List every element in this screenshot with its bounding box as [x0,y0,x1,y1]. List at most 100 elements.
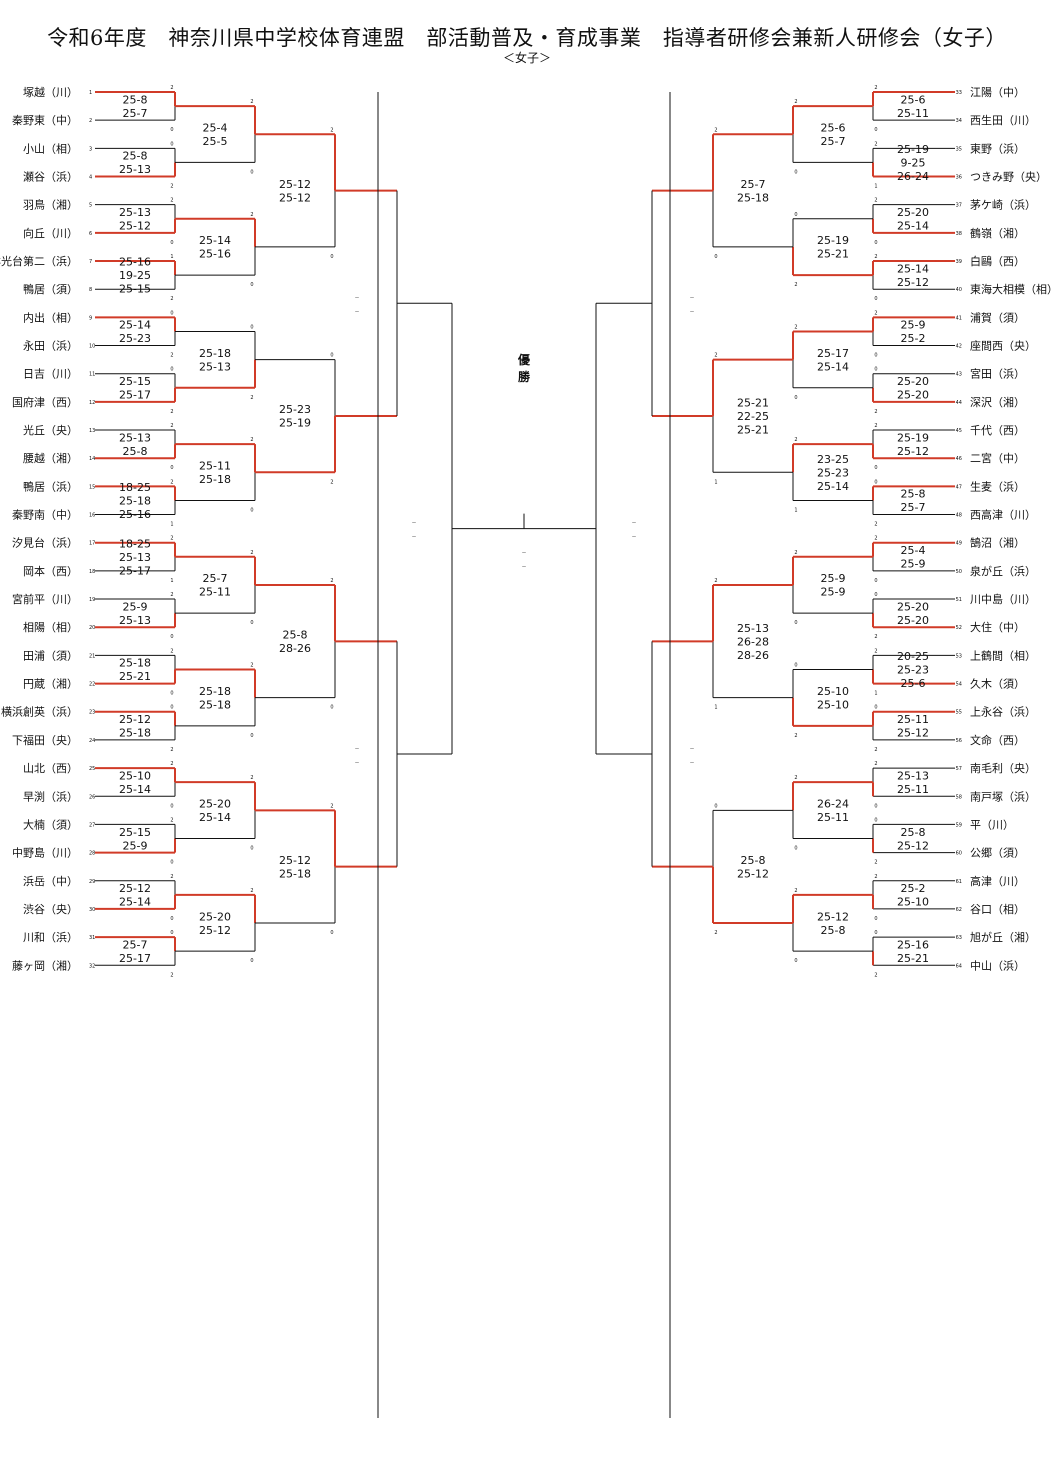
match-score: 25-9 [901,558,926,571]
match-score: 25-8 [741,854,766,867]
match-score: 25-17 [119,952,151,965]
team-seed-number: 37 [956,203,962,209]
team-name: 川中島（川） [970,592,1036,606]
set-count: 0 [250,958,253,964]
champion-label: 優 [517,352,531,367]
set-count: 0 [330,705,333,711]
match-score: 25-15 [119,826,151,839]
set-count: 2 [874,254,877,260]
set-count: 2 [250,395,253,401]
set-count: 2 [330,127,333,133]
team-seed-number: 56 [956,738,962,744]
set-count: 2 [170,423,173,429]
match-score: 25-5 [203,135,228,148]
set-count: 0 [794,212,797,218]
set-count: 0 [250,620,253,626]
team-name: 江陽（中） [970,86,1025,99]
team-seed-number: 62 [956,907,962,913]
team-seed-number: 1 [89,90,92,96]
match-score: 25-11 [199,460,231,473]
set-count: 0 [714,254,717,260]
team-name: 鴨居（浜） [23,479,78,493]
match-score: 25-12 [119,713,151,726]
match-score: 25-7 [741,178,766,191]
team-name: 千代（西） [970,424,1025,437]
set-count: 0 [874,353,877,359]
set-count: 2 [250,888,253,894]
set-count: 0 [170,465,173,471]
set-count: 0 [330,254,333,260]
match-score: 25-9 [123,600,148,613]
set-count: 0 [170,127,173,133]
set-count: 2 [794,99,797,105]
team-name: 永田（浜） [23,339,78,353]
result-mark: － [689,295,694,301]
match-score: 25-16 [119,508,151,521]
match-score: 25-11 [199,586,231,599]
result-mark: － [354,295,359,301]
match-score: 25-7 [901,501,926,514]
team-seed-number: 40 [956,287,962,293]
set-count: 2 [170,592,173,598]
team-name: 久木（須） [970,678,1025,691]
match-score: 25-12 [279,854,311,867]
set-count: 2 [874,423,877,429]
set-count: 0 [874,803,877,809]
set-count: 0 [794,846,797,852]
match-score: 25-13 [119,206,151,219]
match-score: 25-12 [817,910,849,923]
match-score: 25-12 [279,191,311,204]
set-count: 2 [874,141,877,147]
result-mark: － [521,551,526,557]
set-count: 1 [170,522,173,528]
match-score: 25-21 [119,670,151,683]
match-score: 25-18 [737,191,769,204]
result-mark: － [631,535,636,541]
team-seed-number: 61 [956,879,962,885]
team-name: 鵠沼（湘） [970,536,1025,550]
result-mark: － [354,309,359,315]
team-seed-number: 34 [956,118,962,124]
team-name: 秦野南（中） [12,508,78,522]
set-count: 0 [874,465,877,471]
match-score: 25-18 [119,657,151,670]
set-count: 2 [794,437,797,443]
match-score: 25-14 [817,360,849,373]
team-name: 宮田（浜） [970,367,1025,381]
match-score: 25-11 [897,713,929,726]
set-count: 0 [874,578,877,584]
team-seed-number: 28 [89,851,95,857]
set-count: 2 [250,550,253,556]
set-count: 2 [794,282,797,288]
match-score: 25-14 [897,220,929,233]
result-mark: － [354,760,359,766]
set-count: 2 [170,353,173,359]
set-count: 0 [714,803,717,809]
team-seed-number: 3 [89,146,92,152]
set-count: 2 [714,353,717,359]
team-seed-number: 53 [956,653,962,659]
set-count: 0 [250,846,253,852]
set-count: 2 [170,479,173,485]
team-name: 東野（浜） [970,142,1025,155]
team-seed-number: 45 [956,428,962,434]
match-score: 25-10 [817,685,849,698]
team-seed-number: 59 [956,822,962,828]
set-count: 0 [794,620,797,626]
match-score: 25-10 [897,896,929,909]
team-seed-number: 52 [956,625,962,631]
set-count: 0 [874,479,877,485]
set-count: 2 [874,874,877,880]
match-score: 25-13 [119,551,151,564]
team-seed-number: 57 [956,766,962,772]
match-score: 25-15 [119,375,151,388]
team-seed-number: 10 [89,344,95,350]
team-name: 腰越（湘） [23,451,78,465]
set-count: 0 [170,916,173,922]
team-name: 深沢（湘） [970,395,1025,409]
match-score: 25-20 [199,798,231,811]
match-score: 25-19 [817,234,849,247]
team-name: 山北（西） [23,762,78,775]
set-count: 0 [874,367,877,373]
team-seed-number: 38 [956,231,962,237]
